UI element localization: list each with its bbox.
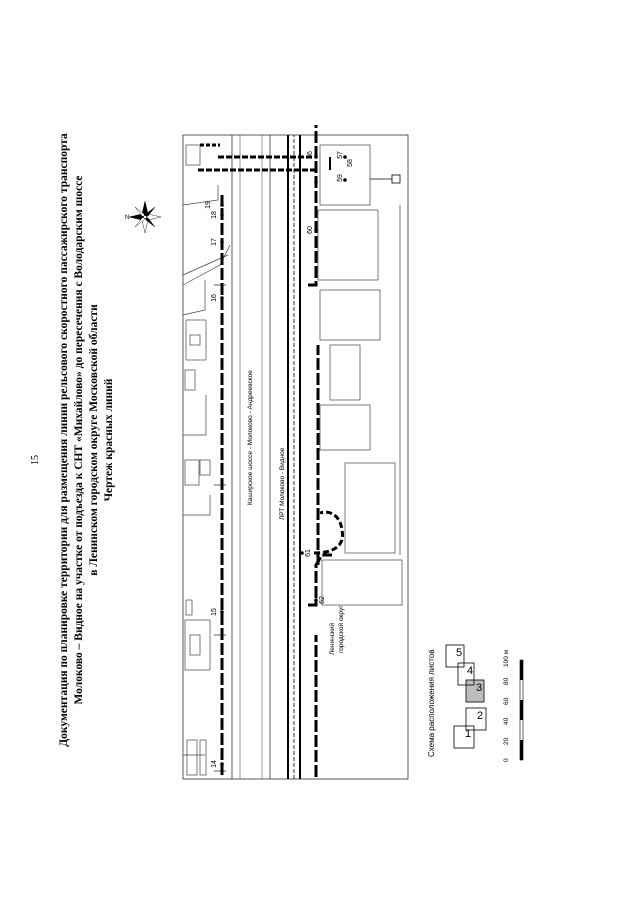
scale-tick-20: 20 bbox=[503, 737, 510, 745]
sheet-number-3: 3 bbox=[476, 682, 482, 694]
point-label-56: 56 bbox=[307, 151, 314, 159]
scale-tick-80: 80 bbox=[503, 677, 510, 685]
point-label-18: 18 bbox=[211, 211, 218, 219]
lower-blocks bbox=[317, 144, 403, 606]
point-label-19: 19 bbox=[205, 201, 212, 209]
scale-tick-60: 60 bbox=[503, 697, 510, 705]
sheet-box-3 bbox=[465, 679, 485, 703]
scale-tick-100: 100 м bbox=[503, 649, 510, 667]
north-arrow-icon bbox=[128, 200, 162, 234]
point-label-59: 59 bbox=[337, 174, 344, 182]
map-frame bbox=[182, 134, 409, 780]
point-label-57: 57 bbox=[337, 151, 344, 159]
point-label-16: 16 bbox=[211, 294, 218, 302]
sheet-box-1 bbox=[453, 725, 475, 749]
sheet-number-5: 5 bbox=[456, 647, 462, 659]
sheet-box-5 bbox=[445, 644, 465, 668]
road bbox=[231, 135, 271, 779]
road-label-highway: Каширское шоссе - Молоково - Андреевское bbox=[247, 370, 254, 505]
district-label-line-2: городской округ bbox=[337, 605, 345, 653]
lrt-track bbox=[287, 135, 301, 779]
sheet-number-2: 2 bbox=[477, 710, 483, 722]
point-label-14: 14 bbox=[211, 760, 218, 768]
loop-61 bbox=[313, 510, 345, 555]
sheet-number-4: 4 bbox=[467, 665, 473, 677]
right-crossing bbox=[198, 143, 401, 184]
lower-red-line bbox=[308, 125, 332, 777]
sheet-box-2 bbox=[465, 707, 487, 731]
point-label-62: 62 bbox=[319, 596, 326, 604]
sheet-box-4 bbox=[457, 662, 475, 686]
point-label-58: 58 bbox=[347, 159, 354, 167]
road-label-lrt: ЛРТ Молоково - Видное bbox=[279, 447, 286, 520]
sheet-number-1: 1 bbox=[465, 728, 471, 740]
upper-blocks bbox=[182, 144, 231, 776]
point-label-15: 15 bbox=[211, 608, 218, 616]
point-markers bbox=[220, 155, 347, 766]
point-label-61: 61 bbox=[305, 549, 312, 557]
district-label-line-1: Ленинский bbox=[328, 623, 336, 655]
upper-hatching bbox=[214, 284, 226, 772]
north-label: N bbox=[125, 215, 129, 221]
point-label-17: 17 bbox=[211, 238, 218, 246]
point-label-60: 60 bbox=[307, 226, 314, 234]
scale-tick-0: 0 bbox=[503, 758, 510, 762]
scale-bar bbox=[519, 659, 524, 761]
sheet-scheme-title: Схема расположения листов bbox=[427, 649, 436, 757]
scale-tick-40: 40 bbox=[503, 717, 510, 725]
